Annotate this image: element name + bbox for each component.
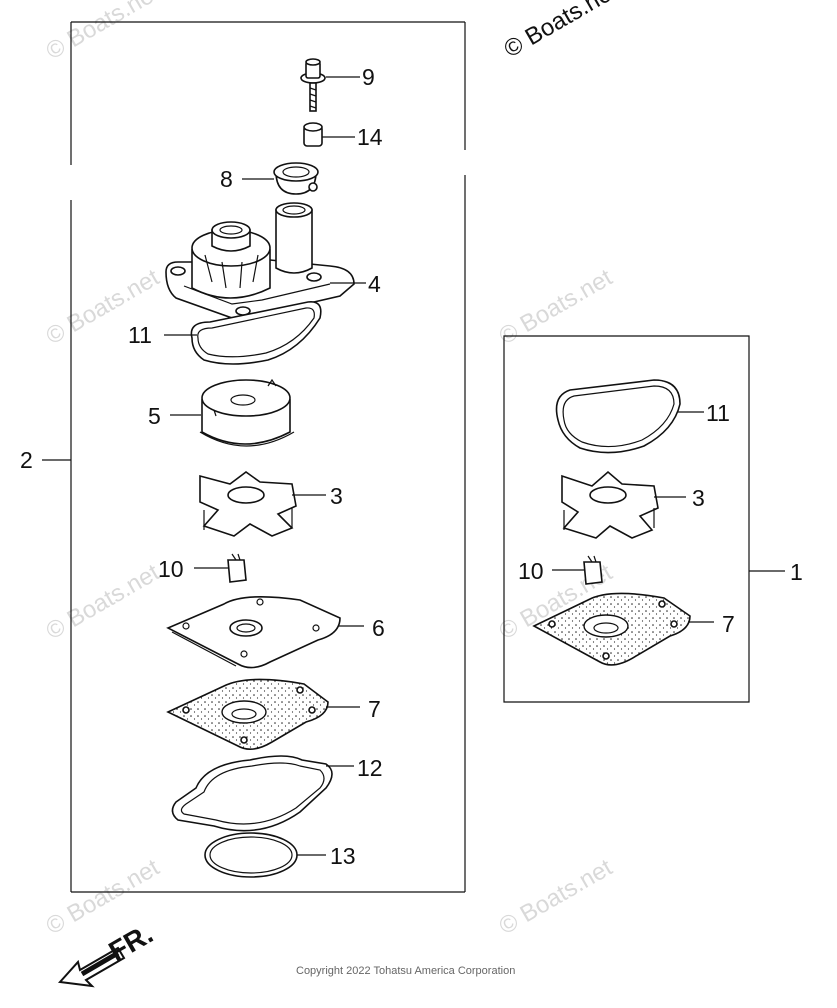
pump-case-part: 4 [165,202,381,324]
plate-part: 6 [166,596,385,669]
watermark: © Boats.net [495,264,618,350]
callout-11: 11 [128,322,152,348]
main-kit-frame: 2 [20,21,466,893]
watermark: © Boats.net [42,559,165,645]
kit-label-1: 1 [790,559,803,585]
gasket-part: 7 [166,678,381,750]
repair-kit-frame: 1 [503,335,803,703]
watermark: © Boats.net [495,854,618,940]
callout-4: 4 [368,271,381,297]
callout-10: 10 [158,556,184,582]
watermarks: © Boats.net © Boats.net © Boats.net © Bo… [42,0,623,940]
kit-seal-part: 11 [555,379,730,454]
kit-callout-10: 10 [518,558,544,584]
watermark: © Boats.net [42,0,165,65]
bolt-part: 9 [300,58,375,112]
callout-13: 13 [330,843,356,869]
callout-3: 3 [330,483,343,509]
key-part: 10 [158,553,247,583]
kit-label-2: 2 [20,447,33,473]
callout-7: 7 [368,696,381,722]
kit-callout-3: 3 [692,485,705,511]
callout-5: 5 [148,403,161,429]
copyright-text: Copyright 2022 Tohatsu America Corporati… [296,965,515,977]
case-seal-part: 11 [128,301,322,365]
kit-key-part: 10 [518,555,603,585]
kit-callout-7: 7 [722,611,735,637]
callout-14: 14 [357,124,383,150]
collar-part: 14 [303,122,383,150]
kit-gasket-part: 7 [532,592,735,666]
kit-callout-11: 11 [706,400,730,426]
o-ring-part: 13 [204,832,356,878]
liner-part: 5 [148,378,295,447]
callout-9: 9 [362,64,375,90]
kit-impeller-part: 3 [561,470,705,539]
impeller-part: 3 [199,471,343,537]
watermark-dark: © Boats.net [500,0,623,63]
callout-12: 12 [357,755,383,781]
callout-8: 8 [220,166,233,192]
grommet-part: 8 [220,162,319,195]
callout-6: 6 [372,615,385,641]
lower-gasket-part: 12 [171,755,383,832]
